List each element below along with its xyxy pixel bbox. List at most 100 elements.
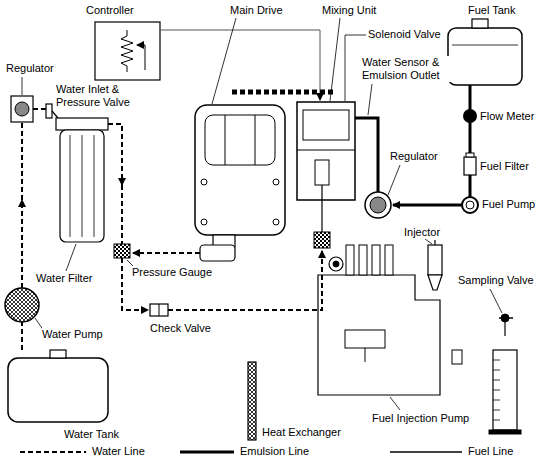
fuel-injection-pump [345,330,385,348]
mixing-unit [303,110,349,140]
graduated-cylinder [493,360,500,361]
water-line [168,251,322,310]
controller-symbol [137,45,145,70]
part-label: Pressure Gauge [132,266,212,279]
regulator-symbol [11,96,33,122]
water-line [21,322,23,350]
regulator-symbol [370,197,386,213]
graduated-cylinder [489,350,521,434]
water-filter-symbol [56,118,108,130]
fuel-injection-pump [385,245,393,275]
fuel-pump-symbol [466,201,474,209]
part-label: Sampling Valve [458,274,534,287]
legend-text: Emulsion Line [240,445,309,458]
legend-sample [180,451,234,454]
legend-sample [390,451,462,453]
fuel-line [393,204,462,207]
fuel-tank [448,19,522,85]
fuel-injection-pump [365,348,366,362]
controller-symbol [95,22,160,80]
water-filter-symbol [60,130,104,242]
graduated-cylinder [493,420,500,421]
mixing-unit [297,102,355,200]
part-label: Solenoid Valve [368,28,441,41]
water-line [22,109,322,350]
mixing-unit [315,160,329,185]
water-filter-symbol [70,135,71,237]
part-label: Injector [404,226,440,239]
water-line [21,200,23,288]
part-label: Main Drive [230,4,283,17]
part-label: Mixing Unit [322,4,376,17]
legend-text: Water Line [92,445,145,458]
regulator-symbol [15,102,29,116]
water-filter-symbol [56,118,108,242]
mixing-unit [297,102,355,232]
part-label: Water Pump [42,328,103,341]
fuel-injection-pump [318,245,462,395]
fuel-line [469,85,472,197]
water-line [121,185,123,244]
fuel-injection-pump [359,245,367,275]
regulator-symbol [11,96,33,122]
fuel-injection-pump [318,275,440,395]
fuel-injection-pump [346,245,354,275]
water-tank [50,350,66,358]
fuel-pump-symbol [462,197,478,213]
leader-line [330,18,340,101]
water-line [133,252,200,254]
water-line [108,124,122,185]
fuel-tank [472,19,488,28]
controller-symbol [121,30,133,72]
fuel-injection-pump [372,245,380,275]
mixing-unit [297,150,355,151]
part-label: Fuel Pump [482,198,535,211]
leader-line [22,77,23,95]
fuel-pump-symbol [462,197,478,213]
part-label: Heat Exchanger [262,426,341,439]
inlet-valve-symbol [52,111,58,118]
main-drive-motor [200,245,235,261]
flow-meter-symbol [463,109,477,123]
solenoid-valve-symbol [314,232,330,248]
main-drive-motor [273,179,279,185]
pressure-gauge-symbol [114,244,130,258]
heat-exchanger-symbol [248,362,256,440]
main-drive-motor [225,115,226,165]
fuel-filter-symbol [464,157,476,175]
emulsion-line [355,118,378,192]
water-filter-symbol [94,135,95,237]
fuel-tank [448,28,522,85]
check-valve-symbol [150,304,168,316]
graduated-cylinder [493,400,500,401]
leader-line [388,165,400,195]
graduated-cylinder [493,350,517,430]
small-gauge [329,257,343,271]
leader-line [212,18,236,104]
leader-line [490,289,502,313]
legend-sample [20,451,86,453]
part-label: Flow Meter [480,110,534,123]
main-drive-motor [201,219,207,225]
part-label: Fuel Filter [480,160,529,173]
fuel-tank [452,45,518,46]
fuel-injection-pump [452,350,462,364]
controller-symbol [95,22,160,80]
part-label: Regulator [390,150,438,163]
main-drive-motor [205,115,275,165]
graduated-cylinder [493,380,500,381]
leader-line [390,397,400,410]
injector-symbol [428,245,442,275]
regulator-symbol [365,192,391,218]
injector-symbol [428,275,442,290]
part-label: Water Inlet & Pressure Valve [56,83,136,109]
water-tank [8,358,108,422]
injector-symbol [434,240,435,245]
sampling-valve-symbol [499,317,513,319]
check-valve-symbol [150,304,168,316]
leader-line [22,18,502,410]
water-pump-symbol [5,288,39,322]
part-label: Water Tank [64,428,119,441]
leader-line [368,84,372,115]
